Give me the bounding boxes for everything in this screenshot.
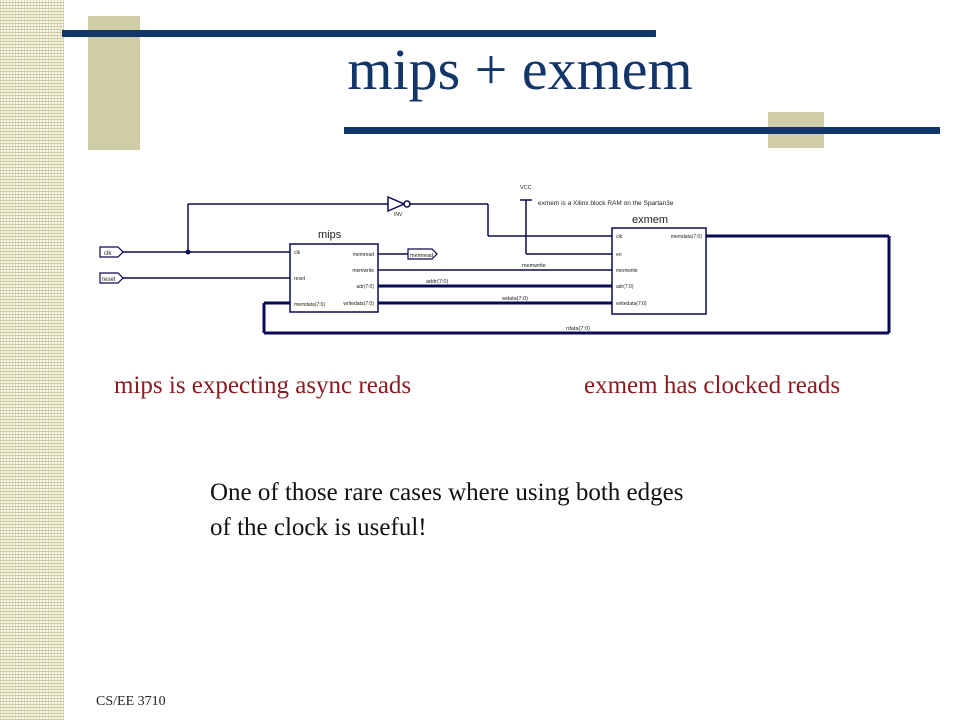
bottom-rule xyxy=(344,127,940,134)
memread-output-pad: memread xyxy=(407,248,438,260)
exmem-note: exmem is a Xilinx block RAM on the Spart… xyxy=(538,200,674,207)
mips-port-writedata: writedata(7:0) xyxy=(343,301,374,307)
decorative-left-strip xyxy=(0,0,64,720)
exmem-port-writedata: writedata(7:0) xyxy=(616,301,647,307)
decorative-vertical-bar xyxy=(88,16,140,150)
schematic-diagram: clk reset memread mips clk reset memdata… xyxy=(99,185,891,335)
body-line-2: of the clock is useful! xyxy=(210,514,427,541)
caption-left: mips is expecting async reads xyxy=(114,372,412,399)
caption-right: exmem has clocked reads xyxy=(584,372,841,399)
mips-port-memread: memread xyxy=(353,252,374,258)
exmem-block xyxy=(611,227,707,315)
footer-course-label: CS/EE 3710 xyxy=(96,694,166,709)
reset-input-label: reset xyxy=(102,277,116,283)
clk-junction-dot xyxy=(185,249,191,255)
mips-port-reset: reset xyxy=(294,276,306,282)
clk-input-label: clk xyxy=(104,251,112,257)
body-line-1: One of those rare cases where using both… xyxy=(210,479,684,506)
memread-output-label: memread xyxy=(410,253,433,259)
net-label-rdata: rdata(7:0) xyxy=(566,326,590,332)
body-text: One of those rare cases where using both… xyxy=(210,475,850,545)
net-label-addr: addr(7:0) xyxy=(426,279,448,285)
net-label-wdata: wdata(7:0) xyxy=(501,296,528,302)
exmem-port-memdata: memdata(7:0) xyxy=(671,234,702,240)
clk-input-pad: clk xyxy=(99,246,124,258)
exmem-port-memwrite: memwrite xyxy=(616,268,638,274)
reset-input-pad: reset xyxy=(99,272,124,284)
net-label-memwrite: memwrite xyxy=(522,263,546,269)
inverter-symbol xyxy=(387,195,411,213)
exmem-port-adr: adr(7:0) xyxy=(616,284,634,290)
mips-port-memwrite: memwrite xyxy=(352,268,374,274)
inverter-label: INV xyxy=(394,212,403,218)
mips-port-memdata: memdata(7:0) xyxy=(294,302,325,308)
vcc-label: VCC xyxy=(520,185,532,191)
mips-port-adr: adr(7:0) xyxy=(356,284,374,290)
top-rule xyxy=(62,30,656,37)
mips-block-title: mips xyxy=(318,229,342,241)
mips-block xyxy=(289,243,379,313)
exmem-port-en: en xyxy=(616,252,622,258)
mips-port-clk: clk xyxy=(294,250,301,256)
exmem-block-title: exmem xyxy=(632,214,668,226)
slide-title: mips + exmem xyxy=(347,37,693,102)
exmem-port-clk: clk xyxy=(616,234,623,240)
